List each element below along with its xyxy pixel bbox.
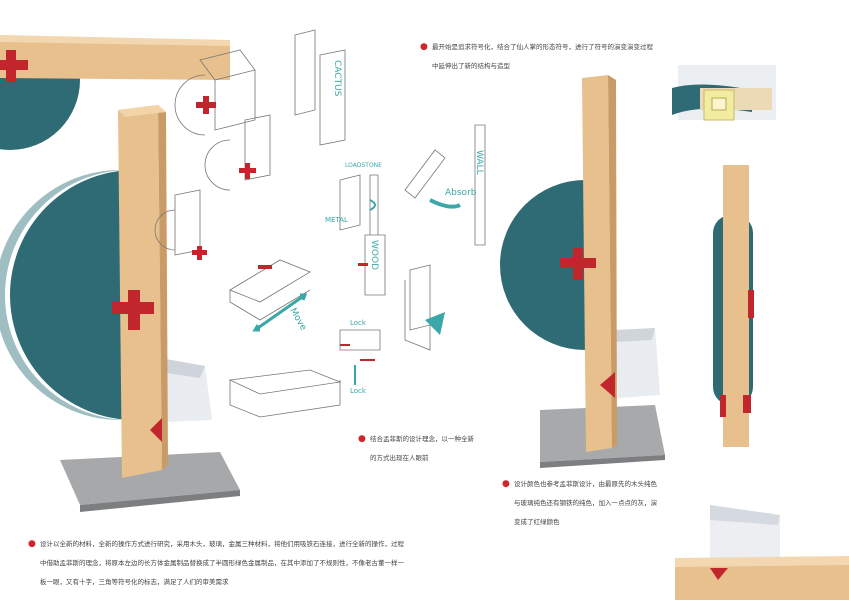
left-product-render [0, 105, 240, 512]
note-color-design: ● 设计颜色也参考孟菲斯设计，由最原先的木头纯色 与玻璃纯色还有钢铁的纯色，加入… [502, 475, 657, 532]
sketch-label-lock-bottom: Lock [350, 387, 367, 395]
note-line: 与玻璃纯色还有钢铁的纯色，加入一点点的灰，演 [514, 499, 657, 507]
note-line: 设计颜色也参考孟菲斯设计，由最原先的木头纯色 [514, 480, 657, 488]
note-line: 的方式出现在人眼前 [370, 454, 429, 462]
red-cross-icon [0, 50, 28, 82]
note-line: 最开始是追求符号化，结合了仙人掌的形态符号，进行了符号的演变演变过程 [432, 43, 653, 51]
note-symbolization: ● 最开始是追求符号化，结合了仙人掌的形态符号，进行了符号的演变演变过程 中延伸… [420, 38, 653, 76]
sketch-label-wood: WOOD [369, 240, 379, 270]
sketch-label-lock-top: Lock [350, 319, 367, 327]
sketch-label-loadstone: LOADSTONE [345, 162, 382, 169]
note-materials: ● 设计以全新的材料，全新的操作方式进行研究，采用木头，玻璃，金属三种材料，将他… [28, 535, 404, 592]
note-line: 变成了红绿颜色 [514, 518, 560, 526]
red-cross-icon [112, 290, 154, 330]
red-cross-icon [560, 248, 596, 280]
note-line: 中延伸出了新的结构与造型 [432, 62, 510, 70]
note-line: 中借助孟菲斯的理念，将原本左边的长方体金属制品替换成了半圆形绿色金属制品，在其中… [40, 559, 404, 567]
red-triangle-icon [150, 418, 162, 442]
bullet-icon: ● [420, 42, 428, 52]
bullet-icon: ● [502, 479, 510, 489]
sketch-label-move: Move [287, 307, 308, 333]
sketch-label-wall: WALL [474, 150, 484, 175]
note-line: 结合孟菲斯的设计理念，以一种全新 [370, 435, 474, 443]
note-line: 板一眼，又有十字，三角等符号化的标志，满足了人们的审美需求 [40, 578, 229, 586]
sketch-label-metal: METAL [325, 216, 348, 224]
bullet-icon: ● [28, 539, 36, 549]
concept-sketches [154, 29, 486, 418]
sketch-label-absorb: Absorb [445, 188, 477, 198]
red-triangle-icon [600, 372, 615, 398]
sketch-label-cactus: CACTUS [332, 60, 342, 97]
bullet-icon: ● [358, 434, 366, 444]
sketch-accents: CACTUS LOADSTONE METAL WOOD Absorb WALL … [192, 60, 484, 395]
top-left-detail [0, 0, 230, 150]
note-memphis-concept: ● 结合孟菲斯的设计理念，以一种全新 的方式出现在人眼前 [358, 430, 474, 468]
bottom-right-detail [675, 505, 849, 600]
right-product-render [500, 75, 665, 468]
note-line: 设计以全新的材料，全新的操作方式进行研究，采用木头，玻璃，金属三种材料，将他们用… [40, 540, 404, 548]
top-view-render [672, 65, 776, 121]
side-view-render [713, 165, 754, 447]
